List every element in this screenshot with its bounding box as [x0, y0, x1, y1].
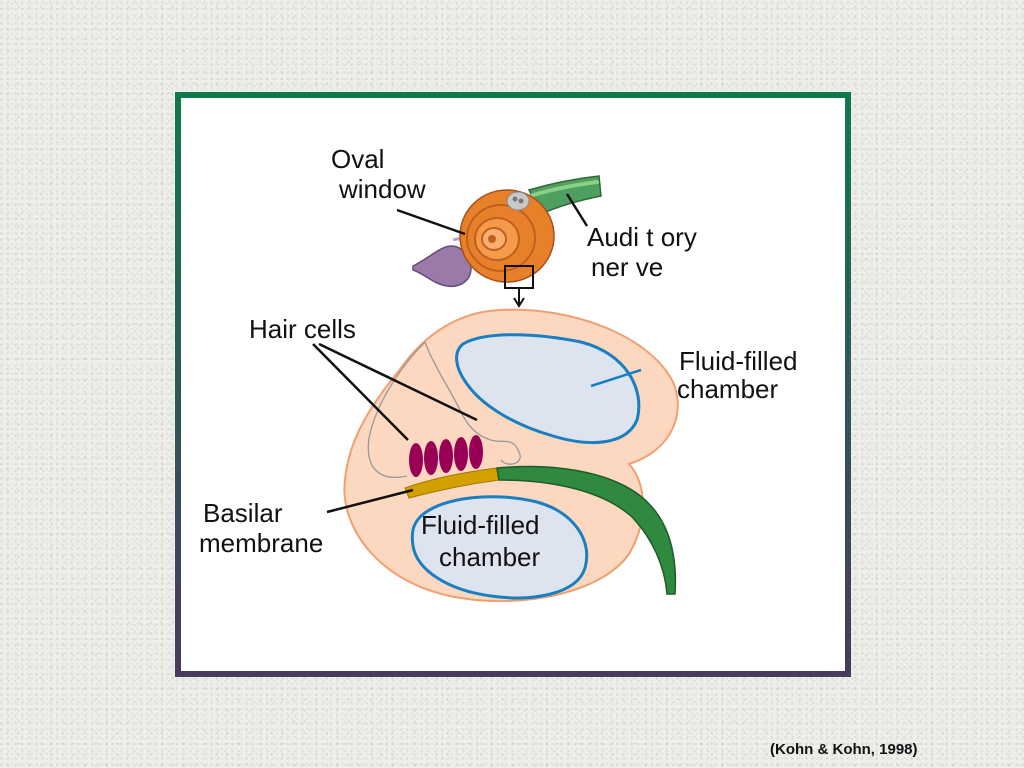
lower-fluid-chamber: [410, 495, 589, 600]
hair-cells-pointer-1: [312, 343, 409, 441]
label-hair-cells: Hair cells: [249, 314, 356, 344]
label-oval-window-2: window: [338, 174, 426, 204]
diagram-panel: Oval window Audi t ory ner ve Hair cells…: [181, 98, 845, 671]
cochlea-diagram: Oval window Audi t ory ner ve Hair cells…: [199, 144, 798, 603]
citation: (Kohn & Kohn, 1998): [770, 741, 918, 758]
auditory-nerve-pointer: [565, 193, 589, 227]
label-lower-chamber-2: chamber: [439, 542, 540, 572]
hair-cells-pointer-2: [318, 342, 478, 422]
hair-cells-group: [409, 435, 483, 477]
oval-window-pointer: [396, 208, 466, 236]
label-basilar-1: Basilar: [203, 498, 283, 528]
label-auditory-nerve-1: Audi t ory: [587, 222, 697, 252]
upper-fluid-chamber: [455, 333, 641, 445]
spiral-nerve-band: [496, 465, 677, 595]
label-oval-window-1: Oval: [331, 144, 384, 174]
label-upper-chamber-1: Fluid-filled: [679, 346, 798, 376]
label-auditory-nerve-2: ner ve: [591, 252, 663, 282]
cochlea-snail-shape: [459, 189, 555, 283]
label-upper-chamber-2: chamber: [677, 374, 778, 404]
basilar-pointer: [326, 488, 414, 514]
diagram-frame: Oval window Audi t ory ner ve Hair cells…: [175, 92, 851, 677]
label-lower-chamber-1: Fluid-filled: [421, 510, 540, 540]
label-basilar-2: membrane: [199, 528, 323, 558]
upper-chamber-pointer: [590, 368, 642, 388]
